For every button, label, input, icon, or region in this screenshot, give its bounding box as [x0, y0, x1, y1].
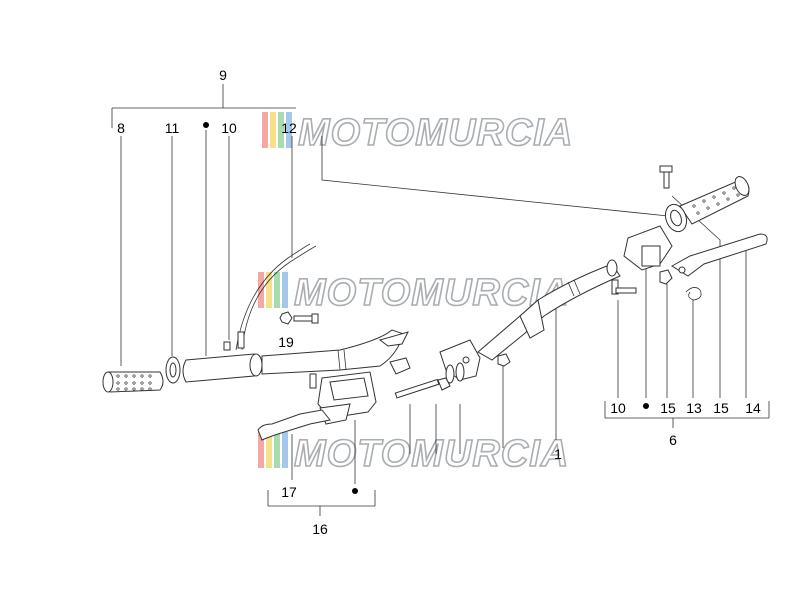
callout-17: 17 — [281, 484, 297, 500]
screw-19 — [279, 311, 319, 325]
right-bolt-10 — [611, 279, 637, 295]
bracket-9 — [111, 84, 296, 128]
left-bolt — [223, 341, 231, 351]
watermark-bottom: MOTOMURCIA — [258, 432, 569, 476]
callout-10-right: 10 — [610, 400, 626, 416]
callout-12: 12 — [281, 120, 297, 136]
watermark-text: MOTOMURCIA — [294, 272, 569, 314]
wm-stripe-yellow — [266, 272, 272, 308]
watermark-top: MOTOMURCIA — [262, 111, 573, 155]
right-clamp — [623, 165, 673, 271]
spacer-ring — [165, 356, 181, 384]
throttle-cable — [235, 243, 317, 351]
callout-13: 13 — [686, 400, 702, 416]
wm-stripe-blue — [286, 112, 292, 148]
watermark-text: MOTOMURCIA — [294, 433, 569, 475]
master-cylinder — [309, 371, 377, 425]
callout-6: 6 — [669, 432, 677, 448]
brake-lever-left — [257, 409, 331, 441]
wm-stripe-red — [258, 432, 264, 468]
wm-stripe-yellow — [266, 432, 272, 468]
wm-stripe-red — [262, 112, 268, 148]
callout-15-a: 15 — [660, 400, 676, 416]
callout-9: 9 — [219, 67, 227, 83]
callout-11: 11 — [165, 120, 180, 136]
callout-16: 16 — [312, 521, 328, 537]
callout-15-b: 15 — [713, 400, 729, 416]
washer-stack — [445, 362, 465, 384]
handlebar-bolt — [394, 377, 451, 399]
left-grip — [102, 371, 164, 393]
right-grip — [664, 176, 750, 233]
watermark-middle: MOTOMURCIA — [258, 271, 569, 315]
bullet-dot — [352, 488, 358, 494]
bullet-dot — [203, 122, 209, 128]
bracket-6 — [604, 401, 770, 428]
wm-stripe-red — [258, 272, 264, 308]
callout-14: 14 — [745, 400, 761, 416]
bullet-dot — [643, 403, 649, 409]
spring-13 — [685, 287, 702, 301]
wm-stripe-green — [278, 112, 284, 148]
wm-stripe-yellow — [270, 112, 276, 148]
callout-10-left: 10 — [221, 120, 237, 136]
leader-lines — [120, 130, 747, 484]
throttle-tube — [182, 353, 263, 383]
wm-stripe-blue — [282, 272, 288, 308]
small-nut — [497, 353, 511, 367]
callout-19: 19 — [278, 334, 294, 350]
wm-stripe-green — [274, 432, 280, 468]
wm-stripe-green — [274, 272, 280, 308]
watermark-text: MOTOMURCIA — [298, 112, 573, 154]
callout-8: 8 — [117, 120, 125, 136]
wm-stripe-blue — [282, 432, 288, 468]
bracket-16 — [267, 490, 376, 516]
brake-lever-right — [671, 233, 768, 277]
callout-1: 1 — [554, 446, 562, 462]
nut-15 — [659, 269, 673, 285]
